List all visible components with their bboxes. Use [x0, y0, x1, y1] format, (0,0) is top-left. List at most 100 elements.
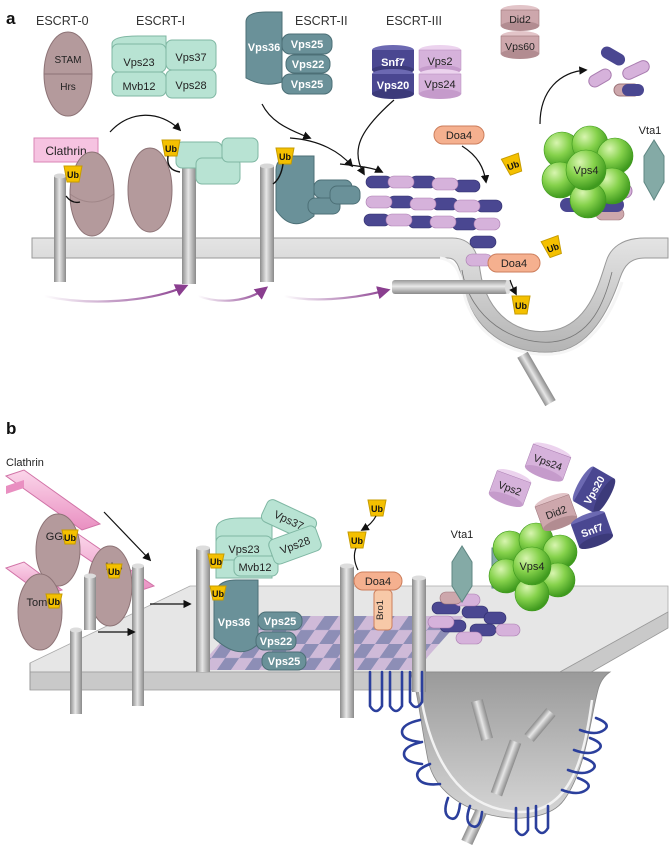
vps23-label: Vps23	[123, 57, 154, 69]
vps2-label: Vps2	[427, 56, 452, 68]
floating-vps20: Vps20	[572, 466, 616, 514]
floating-did2: Did2	[534, 492, 578, 532]
vps28-label: Vps28	[175, 80, 206, 92]
ub-tom1: Ub	[45, 593, 63, 609]
ub-label-b3: Ub	[108, 567, 120, 577]
cargo-protein-1	[54, 173, 66, 282]
membrane-coils	[368, 670, 608, 837]
released-escrt3-a	[588, 46, 650, 97]
tom1-label: Tom1	[27, 597, 54, 609]
ub-label-b6: Ub	[371, 504, 383, 514]
ub-gga: Ub	[61, 529, 79, 545]
header-escrt0: ESCRT-0	[36, 14, 89, 28]
ub-label-a2: Ub	[165, 144, 177, 154]
doa4-b: Doa4	[353, 571, 403, 591]
vps37-label: Vps37	[175, 52, 206, 64]
vps4-complex-b: Vps4	[488, 522, 578, 612]
cargo-b-2	[132, 563, 144, 706]
stam-label: STAM	[54, 55, 81, 66]
escrt2-complex-legend: Vps36 Vps25 Vps22 Vps25	[245, 11, 333, 95]
escrt1-complex-b: Vps23 Vps37 Mvb12 Vps28	[215, 499, 322, 579]
vps25-label-b-bottom: Vps25	[268, 656, 300, 668]
ub-label-a1: Ub	[67, 170, 79, 180]
floating-vps2: Vps2	[488, 468, 532, 508]
arrows-a	[109, 66, 588, 296]
ub-hrs: Ub	[105, 563, 123, 579]
vps25-label-bottom: Vps25	[291, 79, 323, 91]
doa4-a-top: Doa4	[433, 125, 485, 145]
escrt0-complex-legend: STAM Hrs	[43, 31, 93, 117]
vps36-label: Vps36	[248, 42, 280, 54]
free-ub-b2: Ub	[347, 531, 367, 549]
cargo-b-6	[412, 575, 426, 692]
vps36-label-b: Vps36	[218, 617, 250, 629]
free-ub-a2: Ub	[540, 234, 562, 259]
vps24-label: Vps24	[424, 79, 455, 91]
ub-escrt2-b: Ub	[209, 585, 227, 601]
floating-vps24: Vps24	[524, 442, 572, 482]
floating-snf7: Snf7	[570, 510, 614, 550]
cargo-b-1	[84, 573, 96, 630]
doa4-label-b: Doa4	[365, 576, 391, 588]
header-escrt1: ESCRT-I	[136, 14, 185, 28]
header-escrt3: ESCRT-III	[386, 14, 442, 28]
escrt0-membrane-complex: Ub	[63, 151, 115, 237]
escrt1-complex-legend: Vps23 Vps37 Mvb12 Vps28	[111, 35, 217, 99]
vta1-label-a: Vta1	[639, 125, 662, 137]
cargo-b-5	[340, 563, 354, 718]
clathrin-box-a: Clathrin	[33, 137, 99, 163]
header-escrt2: ESCRT-II	[295, 14, 348, 28]
cargo-protein-2	[182, 163, 196, 284]
ub-label-b5: Ub	[212, 589, 224, 599]
did2-label: Did2	[509, 14, 531, 26]
ub-label-b1: Ub	[64, 533, 76, 543]
vta1-a: Vta1	[639, 125, 665, 202]
vta1-b: Vta1	[451, 529, 474, 603]
mvb12-label-b: Mvb12	[238, 562, 271, 574]
panel-a-letter: a	[6, 9, 16, 28]
vps23-label-b: Vps23	[228, 544, 259, 556]
doa4-label-a1: Doa4	[446, 130, 472, 142]
free-ub-b1: Ub	[367, 499, 387, 517]
escrt1-membrane-complex: Ub	[127, 137, 259, 233]
bro1-label: Bro1	[375, 600, 386, 620]
doa4-label-a2: Doa4	[501, 258, 527, 270]
vps4-label-b: Vps4	[519, 561, 544, 573]
ub-label-b7: Ub	[351, 536, 363, 546]
cargo-protein-vesicle	[517, 351, 556, 407]
clathrin-label-b: Clathrin	[6, 457, 44, 469]
escrt2-membrane-complex: Ub	[272, 147, 361, 225]
escrt3-complex-legend: Snf7 Vps2 Vps20 Vps24	[372, 45, 462, 99]
clathrin-label-a: Clathrin	[45, 144, 86, 158]
ub-label-free1: Ub	[506, 159, 521, 173]
membrane-a	[31, 237, 669, 356]
vta1-label-b: Vta1	[451, 529, 474, 541]
progression-arrows-a	[43, 284, 391, 303]
vps25-label-top: Vps25	[291, 39, 323, 51]
vps4-complex-a: Vps4	[541, 125, 634, 219]
panel-b-letter: b	[6, 419, 16, 438]
cargo-protein-3	[260, 163, 274, 282]
cargo-protein-pit	[392, 280, 511, 294]
snf7-label: Snf7	[381, 57, 405, 69]
ub-label-a3: Ub	[279, 152, 291, 162]
arrows-b	[98, 511, 377, 637]
ub-escrt1-b: Ub	[207, 553, 225, 569]
vps4-label-a: Vps4	[573, 165, 598, 177]
vps20-label: Vps20	[377, 80, 409, 92]
cargo-b-4	[196, 545, 210, 672]
doa4-a-pit: Doa4	[487, 253, 541, 273]
hrs-label: Hrs	[60, 82, 76, 93]
cargo-b-3	[70, 627, 82, 714]
vps22-label: Vps22	[292, 59, 324, 71]
ub-label-free3: Ub	[515, 301, 527, 311]
ub-label-b2: Ub	[48, 597, 60, 607]
ub-label-b4: Ub	[210, 557, 222, 567]
free-ub-a1: Ub	[500, 152, 523, 176]
tom1-protein: Tom1	[17, 573, 63, 651]
escrt3-polymer-b	[427, 591, 521, 645]
bro1-b: Bro1	[373, 589, 393, 631]
vps60-label: Vps60	[505, 41, 535, 53]
mvb12-label: Mvb12	[122, 81, 155, 93]
